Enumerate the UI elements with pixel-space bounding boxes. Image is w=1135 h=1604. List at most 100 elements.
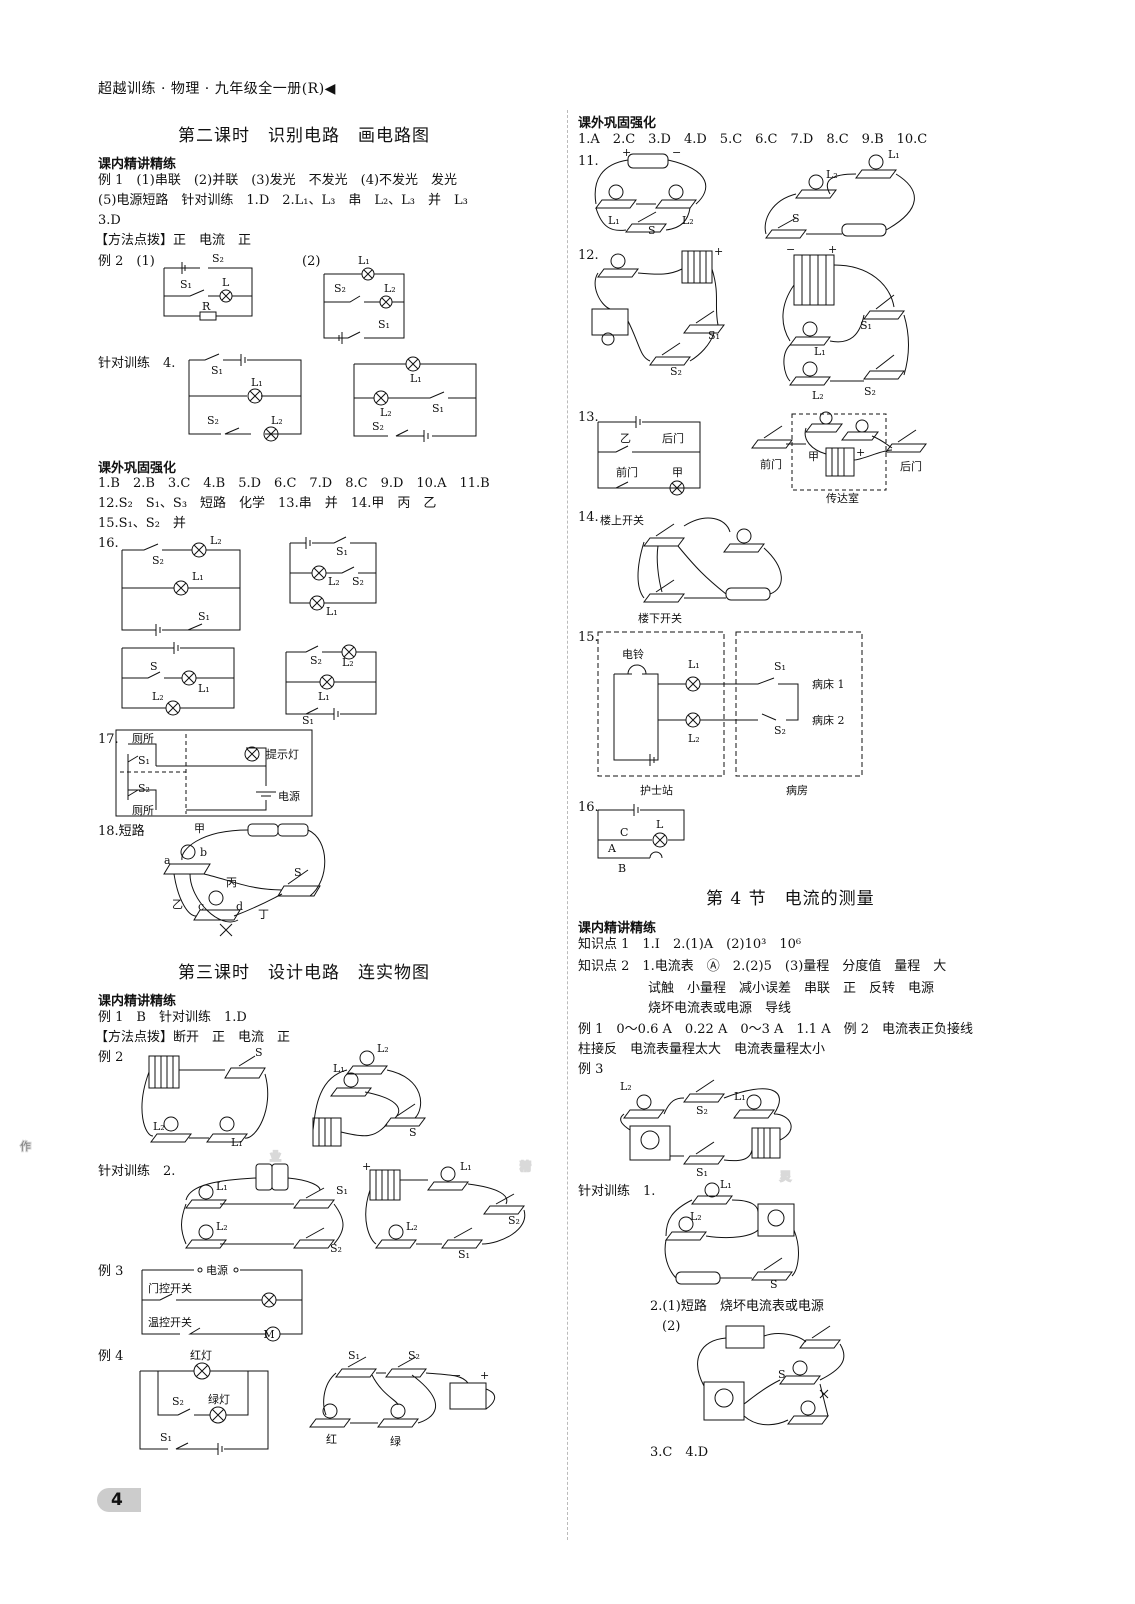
svg-text:楼上开关: 楼上开关 (600, 513, 644, 527)
physical-circuit-sketch: + S₁ S₂ (591, 245, 725, 378)
svg-text:L₂: L₂ (342, 656, 354, 669)
svg-text:S₂: S₂ (408, 1349, 420, 1362)
question-label: 17. (98, 732, 119, 747)
svg-text:S₂: S₂ (212, 252, 224, 265)
svg-text:S₁: S₁ (302, 714, 314, 727)
physical-circuit-sketch: L₂ L₁ S (312, 1042, 426, 1147)
svg-text:丙: 丙 (226, 876, 237, 889)
circuit-diagram: S L₁ L₂ (121, 642, 235, 716)
svg-text:L₁: L₁ (333, 1062, 345, 1075)
example-label: 例 3 (578, 1062, 604, 1077)
column-divider (567, 110, 568, 1540)
svg-text:S₂: S₂ (774, 724, 786, 737)
svg-text:−: − (786, 243, 795, 256)
question-label: 16. (578, 800, 599, 815)
svg-text:S₁: S₁ (774, 660, 786, 673)
svg-text:S₁: S₁ (696, 1166, 708, 1179)
svg-text:温控开关: 温控开关 (148, 1315, 192, 1329)
svg-text:S: S (150, 660, 158, 673)
svg-text:S₁: S₁ (336, 1184, 348, 1197)
svg-text:L₂: L₂ (812, 389, 824, 402)
svg-text:厕所: 厕所 (132, 804, 154, 817)
svg-text:厕所: 厕所 (132, 732, 154, 745)
svg-text:−: − (672, 146, 681, 159)
svg-text:乙: 乙 (172, 898, 183, 911)
training-label: 针对训练 2. (98, 1164, 176, 1179)
training-label: 针对训练 1. (578, 1184, 656, 1199)
svg-text:S₂: S₂ (152, 554, 164, 567)
svg-text:S₁: S₁ (180, 278, 192, 291)
svg-text:S₁: S₁ (348, 1349, 360, 1362)
svg-text:电源: 电源 (278, 789, 300, 803)
question-label: 12. (578, 248, 599, 263)
svg-text:门控开关: 门控开关 (148, 1281, 192, 1295)
svg-text:绿灯: 绿灯 (208, 1392, 230, 1406)
physical-circuit-sketch: S₁ S₂ − + 红 绿 (309, 1349, 496, 1448)
answer-line: 12.S₂ S₁、S₃ 短路 化学 13.串 并 14.甲 丙 乙 (98, 496, 437, 511)
svg-text:L₁: L₁ (216, 1180, 228, 1193)
svg-text:L₂: L₂ (690, 1210, 702, 1223)
svg-text:前门: 前门 (760, 457, 782, 471)
circuit-diagram: S₁ L₂ S₂ L₁ (289, 536, 377, 618)
svg-text:S: S (294, 866, 302, 879)
circuit-diagram: 红灯 S₂ 绿灯 S₁ (139, 1349, 269, 1455)
svg-text:C: C (620, 826, 628, 839)
svg-text:+: + (480, 1369, 489, 1382)
circuit-diagram: S₂ S₁ L R (163, 252, 253, 321)
answer-line: 3.C 4.D (650, 1445, 709, 1460)
svg-text:L₁: L₁ (608, 214, 620, 227)
answer-line: (5)电源短路 针对训练 1.D 2.L₁、L₃ 串 L₂、L₃ 并 L₃ (98, 193, 468, 208)
answer-line: 1.B 2.B 3.C 4.B 5.D 6.C 7.D 8.C 9.D 10.A… (98, 476, 490, 491)
svg-text:c: c (198, 900, 204, 913)
svg-text:L₂: L₂ (384, 282, 396, 295)
answer-line: 1.A 2.C 3.D 4.D 5.C 6.C 7.D 8.C 9.B 10.C (578, 132, 928, 147)
answer-line: 柱接反 电流表量程太大 电流表量程太小 (578, 1042, 826, 1057)
svg-text:后门: 后门 (900, 459, 922, 473)
section-title-lesson3: 第三课时 设计电路 连实物图 (178, 963, 430, 983)
svg-text:传达室: 传达室 (826, 491, 859, 505)
question-label: 18.短路 (98, 824, 145, 839)
svg-text:S₂: S₂ (310, 654, 322, 667)
svg-text:S₂: S₂ (864, 385, 876, 398)
svg-text:楼下开关: 楼下开关 (638, 611, 682, 625)
svg-text:S₁: S₁ (138, 754, 150, 767)
svg-text:+: + (362, 1160, 371, 1173)
svg-text:S: S (648, 224, 656, 237)
svg-text:S: S (778, 1368, 786, 1381)
method-tip: 【方法点拨】正 电流 正 (95, 233, 252, 248)
answer-line: 15.S₁、S₂ 并 (98, 516, 186, 531)
physical-circuit-sketch: L₁ S₁ L₂ S₂ (181, 1163, 348, 1255)
svg-text:L₁: L₁ (814, 345, 826, 358)
svg-text:L₂: L₂ (377, 1042, 389, 1055)
svg-text:+: + (622, 146, 631, 159)
svg-text:护士站: 护士站 (640, 783, 673, 797)
svg-text:L₂: L₂ (380, 406, 392, 419)
svg-text:后门: 后门 (662, 431, 684, 445)
svg-text:+: + (856, 446, 865, 459)
physical-circuit-sketch: + L₁ S₂ L₂ S₁ (362, 1160, 526, 1261)
question-label: 11. (578, 154, 599, 169)
svg-text:L₁: L₁ (734, 1090, 746, 1103)
heading-inclass: 课内精讲精练 (578, 921, 657, 936)
svg-text:L₁: L₁ (888, 148, 900, 161)
answer-line: 2.(1)短路 烧坏电流表或电源 (650, 1299, 824, 1314)
svg-text:病床 1: 病床 1 (812, 677, 845, 691)
svg-text:L₁: L₁ (318, 690, 330, 703)
heading-inclass: 课内精讲精练 (98, 994, 177, 1009)
question-label: 14. (578, 510, 599, 525)
answer-line: 3.D (98, 213, 121, 228)
svg-text:L₁: L₁ (251, 376, 263, 389)
svg-text:S₁: S₁ (160, 1431, 172, 1444)
svg-text:L₁: L₁ (688, 658, 700, 671)
svg-text:L₂: L₂ (152, 690, 164, 703)
svg-text:S₂: S₂ (352, 575, 364, 588)
heading-inclass: 课内精讲精练 (98, 157, 177, 172)
answer-line: 知识点 2 1.电流表 Ⓐ 2.(2)5 (3)量程 分度值 量程 大 (578, 959, 947, 974)
svg-text:S: S (409, 1126, 417, 1139)
svg-text:L₂: L₂ (271, 414, 283, 427)
svg-text:S: S (770, 1278, 778, 1291)
svg-text:S₂: S₂ (207, 414, 219, 427)
physical-circuit-sketch: S (697, 1325, 845, 1426)
example-label: 例 3 (98, 1264, 124, 1279)
svg-text:S₂: S₂ (696, 1104, 708, 1117)
